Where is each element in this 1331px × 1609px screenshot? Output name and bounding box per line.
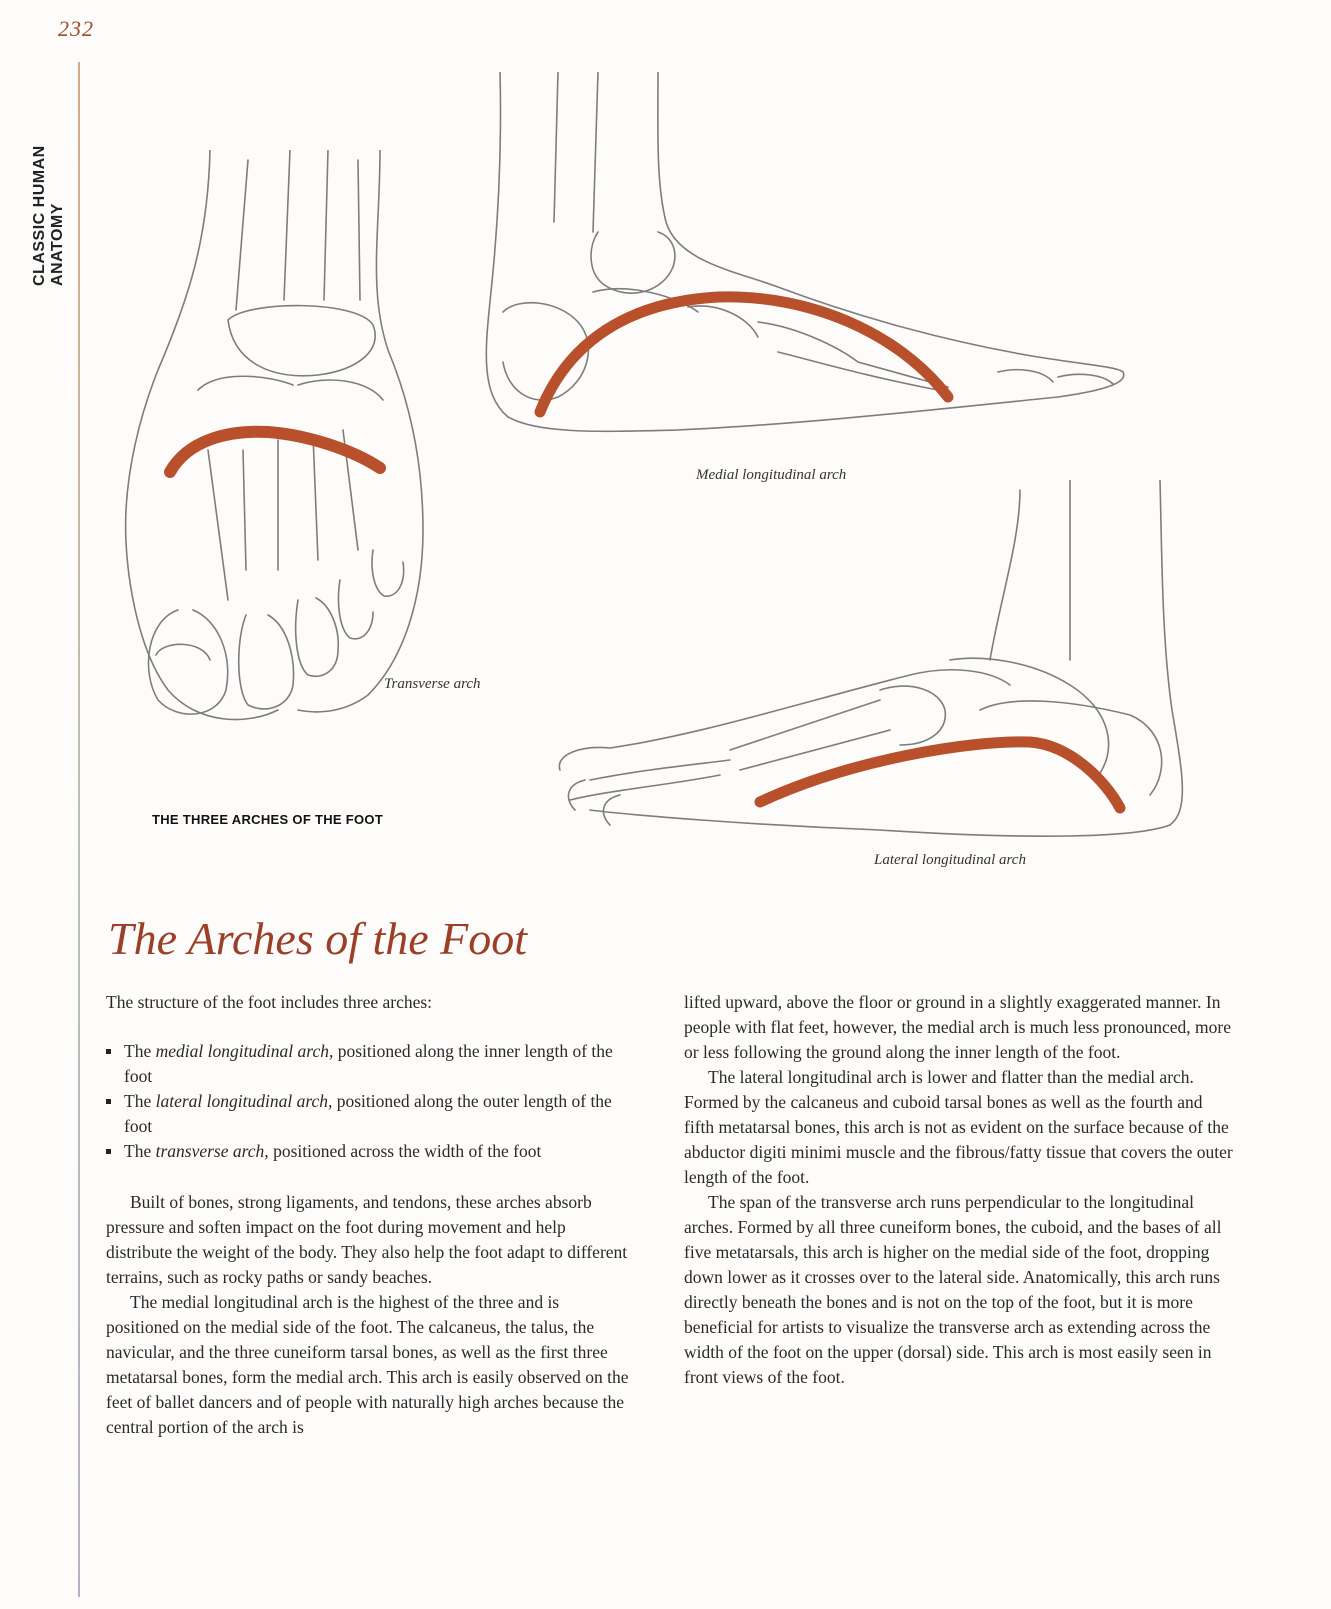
body-paragraph: Built of bones, strong ligaments, and te…: [106, 1192, 628, 1287]
front-foot-illustration: [118, 150, 440, 738]
body-paragraph: The lateral longitudinal arch is lower a…: [684, 1067, 1233, 1187]
lateral-arch-marker: [754, 736, 1126, 814]
list-item: The lateral longitudinal arch, positione…: [106, 1089, 634, 1139]
bullet-icon: [106, 1099, 111, 1104]
caption-medial-arch: Medial longitudinal arch: [696, 467, 847, 483]
right-column: lifted upward, above the floor or ground…: [684, 990, 1236, 1390]
body-paragraph: The medial longitudinal arch is the high…: [106, 1292, 629, 1437]
transverse-arch-marker: [164, 425, 386, 478]
section-title: The Arches of the Foot: [108, 913, 528, 964]
medial-foot-illustration: [478, 72, 1138, 442]
list-item: The medial longitudinal arch, positioned…: [106, 1039, 634, 1089]
left-column: The structure of the foot includes three…: [106, 990, 634, 1440]
lateral-foot-illustration: [550, 480, 1200, 842]
figure-title: THE THREE ARCHES OF THE FOOT: [152, 812, 384, 827]
page-number: 232: [58, 16, 94, 41]
margin-rule: [78, 62, 80, 1597]
intro-text: The structure of the foot includes three…: [106, 992, 433, 1012]
bullet-icon: [106, 1149, 111, 1154]
body-paragraph: lifted upward, above the floor or ground…: [684, 992, 1231, 1062]
arch-list: The medial longitudinal arch, positioned…: [106, 1039, 634, 1164]
bullet-icon: [106, 1049, 111, 1054]
caption-lateral-arch: Lateral longitudinal arch: [874, 852, 1026, 868]
caption-transverse-arch: Transverse arch: [384, 676, 481, 692]
running-title: CLASSIC HUMAN ANATOMY: [31, 145, 66, 286]
list-item: The transverse arch, positioned across t…: [106, 1139, 634, 1164]
body-paragraph: The span of the transverse arch runs per…: [684, 1192, 1222, 1387]
medial-arch-marker: [534, 291, 954, 418]
